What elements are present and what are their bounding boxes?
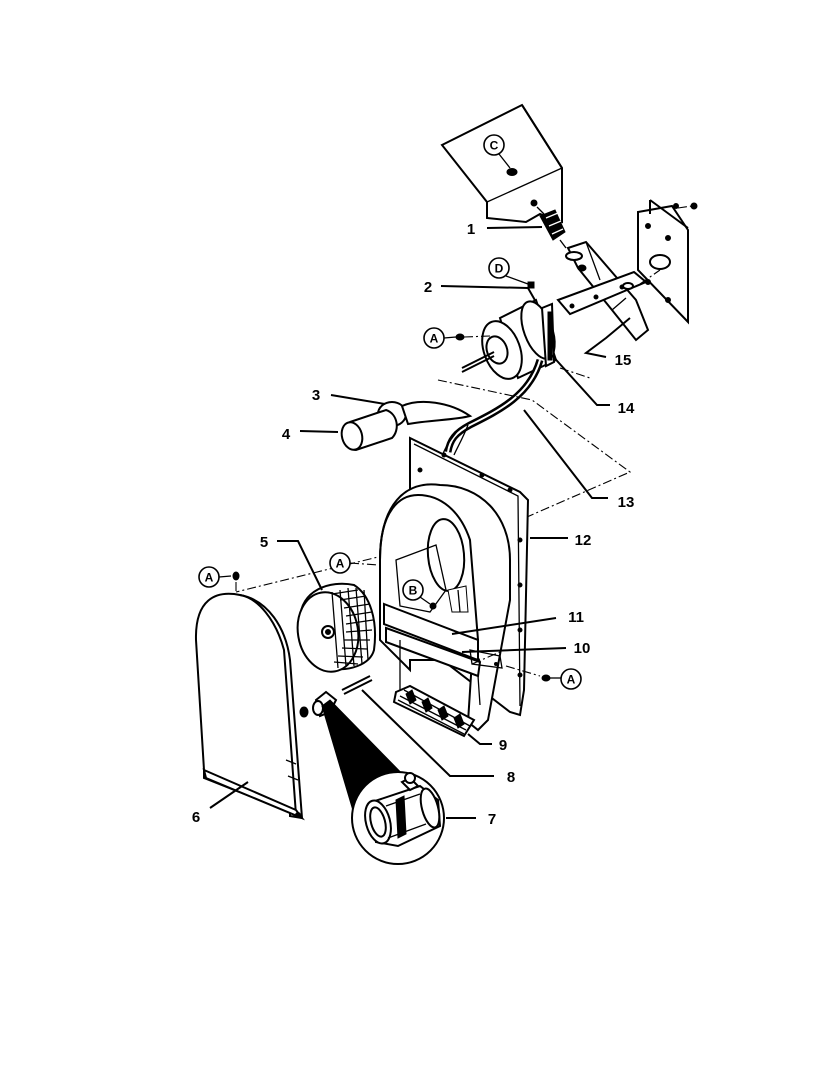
part-6-front-panel xyxy=(194,592,305,821)
part-4-capacitor xyxy=(340,408,398,452)
label-10: 10 xyxy=(574,640,591,657)
leader-9 xyxy=(467,733,492,745)
callout-a-panel-text: A xyxy=(205,571,214,585)
magnified-bearing-detail xyxy=(351,771,445,865)
callout-a-housing-text: A xyxy=(336,557,345,571)
label-3: 3 xyxy=(312,387,320,404)
top-cover-box xyxy=(440,103,563,224)
part-9-grille xyxy=(392,684,476,738)
leader-6 xyxy=(209,781,249,809)
leader-1 xyxy=(486,226,543,229)
label-4: 4 xyxy=(282,426,291,443)
label-15: 15 xyxy=(615,352,632,369)
leader-14 xyxy=(548,351,610,406)
label-12: 12 xyxy=(575,532,592,549)
callout-c: C xyxy=(483,134,518,176)
callout-d: D xyxy=(488,257,535,289)
callout-a-panel: A xyxy=(198,566,240,594)
part-8-shaft xyxy=(341,675,494,777)
part-14-motor xyxy=(461,298,558,380)
part-15-motor-bracket xyxy=(556,240,661,342)
callout-a-motor: A xyxy=(423,327,491,349)
leader-5 xyxy=(277,540,323,591)
callout-a-motor-text: A xyxy=(430,332,439,346)
label-8: 8 xyxy=(507,769,515,786)
leader-10 xyxy=(461,647,567,653)
mounting-plate xyxy=(637,199,698,325)
part-5-blower-wheel xyxy=(296,582,376,673)
callout-b: B xyxy=(402,579,437,610)
label-7: 7 xyxy=(488,811,496,828)
leader-2 xyxy=(440,285,529,289)
label-6: 6 xyxy=(192,809,200,826)
leader-11 xyxy=(451,617,557,635)
callout-c-text: C xyxy=(490,139,499,153)
assembly-guide-lines xyxy=(235,367,632,593)
leader-3 xyxy=(330,394,386,405)
callout-a-right: A xyxy=(505,665,582,690)
leader-15 xyxy=(583,317,631,358)
callout-a-housing: A xyxy=(329,552,379,574)
label-13: 13 xyxy=(618,494,635,511)
label-5: 5 xyxy=(260,534,268,551)
blower-wheel-blades xyxy=(331,587,374,669)
callout-d-text: D xyxy=(495,262,504,276)
leader-4 xyxy=(299,430,339,433)
leader-13 xyxy=(523,409,608,499)
callout-a-right-text: A xyxy=(567,673,576,687)
part-1-grommet xyxy=(530,199,567,249)
blower-housing xyxy=(379,483,511,732)
label-2: 2 xyxy=(424,279,432,296)
label-9: 9 xyxy=(499,737,507,754)
label-11: 11 xyxy=(568,609,584,626)
callout-b-text: B xyxy=(409,584,418,598)
label-1: 1 xyxy=(467,221,475,238)
label-14: 14 xyxy=(618,400,635,417)
